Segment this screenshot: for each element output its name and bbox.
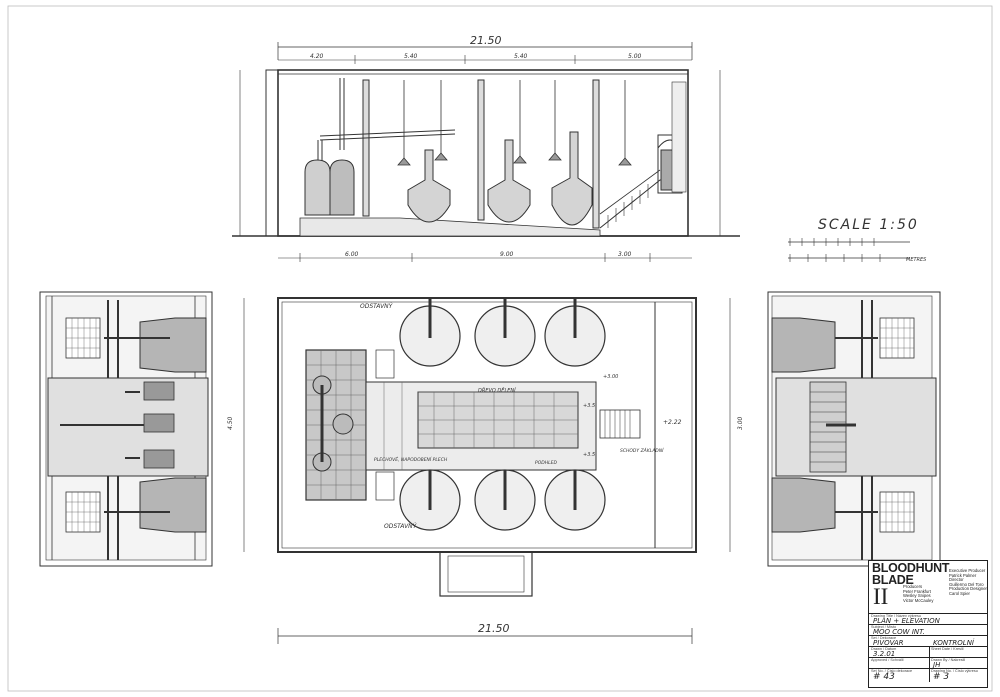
brand-line-1: BLOODHUNT bbox=[872, 561, 950, 575]
drawing-no-value: # 3 bbox=[933, 672, 950, 682]
drawn-by-caption: Drawn By / Nakreslil bbox=[931, 658, 966, 662]
plan-label-odstavny-top: ODSTAVNÝ bbox=[360, 303, 394, 310]
drawing-title-row: Drawing Title / Název výkresu PLAN + ELE… bbox=[869, 614, 987, 625]
credit-line: Peter Frankfurt bbox=[903, 588, 931, 594]
plan-label-odstavny-bottom: ODSTAVNÝ bbox=[384, 523, 418, 530]
scale-bar: SCALE 1:50 METRES bbox=[788, 217, 927, 263]
set-value-right: KONTROLNÍ bbox=[933, 639, 974, 647]
set-row: Set / Dekorace PIVOVAR KONTROLNÍ bbox=[869, 636, 987, 647]
drawing-title-caption: Drawing Title / Název výkresu bbox=[871, 614, 922, 618]
scale-units: METRES bbox=[906, 257, 927, 263]
plan-label-floor-note: PLECHOVÉ, NAPODOBENÍ PLECH bbox=[374, 455, 448, 463]
subject-caption: Subject / Místo bbox=[871, 625, 897, 629]
credit-line: Carol Spier bbox=[949, 590, 970, 596]
bottom-width-dimension: 21.50 bbox=[478, 622, 510, 635]
set-value-left: PIVOVAR bbox=[873, 639, 904, 647]
numbers-row: Set No. / Číslo dekorace # 43 Drawing No… bbox=[869, 669, 987, 682]
bottom-dim-2: 9.00 bbox=[500, 251, 514, 258]
bottom-dim-3: 3.00 bbox=[618, 251, 632, 258]
credit-line: Victor McCauley bbox=[903, 597, 934, 603]
director-credits: Executive Producer Patrick Palmer Direct… bbox=[949, 568, 987, 597]
brand-roman-numeral: II bbox=[873, 584, 889, 609]
credit-line: Executive Producer bbox=[949, 568, 986, 573]
production-logo: BLOODHUNT BLADE bbox=[872, 561, 950, 587]
plan-level-4: +3.5 bbox=[583, 452, 595, 458]
left-section-view bbox=[39, 291, 213, 567]
elevation-view bbox=[232, 42, 740, 262]
plan-label-stairs: SCHODY ZÁKLADNÍ bbox=[620, 447, 664, 454]
top-dim-2: 5.40 bbox=[404, 53, 418, 60]
title-block: BLOODHUNT BLADE II Producers Peter Frank… bbox=[868, 560, 988, 688]
top-dim-1: 4.20 bbox=[310, 53, 324, 60]
drawn-by-row: Approved / Schválil Drawn By / Nakreslil… bbox=[869, 658, 987, 669]
drawing-no-caption: Drawing No. / Číslo výkresu bbox=[931, 669, 978, 673]
credit-line: Patrick Palmer bbox=[949, 572, 977, 578]
scale-label: SCALE 1:50 bbox=[818, 217, 919, 233]
set-caption: Set / Dekorace bbox=[871, 636, 897, 640]
sheet-border bbox=[7, 5, 993, 692]
plan-level-3: +3.5 bbox=[583, 403, 595, 409]
title-block-header: BLOODHUNT BLADE II Producers Peter Frank… bbox=[869, 561, 987, 614]
drawn-by-value: JH bbox=[933, 661, 941, 669]
top-width-dimension: 21.50 bbox=[470, 34, 502, 47]
top-dim-4: 5.00 bbox=[628, 53, 642, 60]
plan-label-floor-note-2: PODHLED bbox=[535, 460, 557, 466]
set-no-caption: Set No. / Číslo dekorace bbox=[871, 669, 913, 673]
sheet-caption: Sheet Date / Kreslil bbox=[931, 647, 964, 651]
credit-line: Producers bbox=[903, 584, 923, 589]
plan-view bbox=[243, 297, 731, 644]
set-no-value: # 43 bbox=[873, 672, 895, 682]
top-dim-3: 5.40 bbox=[514, 53, 528, 60]
drawing-title: PLAN + ELEVATION bbox=[873, 617, 940, 625]
plan-label-grid: DŘEVO DĚLENÍ bbox=[478, 386, 516, 394]
date-value: 3.2.01 bbox=[873, 650, 896, 658]
subject-row: Subject / Místo MOO COW INT. bbox=[869, 625, 987, 636]
plan-level-2: +3.00 bbox=[603, 374, 618, 380]
credit-line: Production Designer bbox=[949, 586, 987, 592]
plan-level-1: +2.22 bbox=[663, 419, 682, 426]
bottom-dim-1: 6.00 bbox=[345, 251, 359, 258]
left-dim-1: 4.50 bbox=[227, 416, 234, 430]
approved-caption: Approved / Schválil bbox=[871, 658, 904, 662]
credit-line: Wesley Snipes bbox=[903, 593, 931, 599]
producer-credits: Producers Peter Frankfurt Wesley Snipes … bbox=[903, 584, 934, 603]
brand-line-2: BLADE bbox=[872, 573, 914, 587]
date-row: Drawn / Datum 3.2.01 Sheet Date / Kresli… bbox=[869, 647, 987, 658]
left-dim-2: 3.00 bbox=[737, 416, 744, 430]
right-section-view bbox=[767, 291, 941, 567]
subject-value: MOO COW INT. bbox=[873, 628, 925, 636]
date-caption: Drawn / Datum bbox=[871, 647, 897, 651]
credit-line: Director bbox=[949, 577, 964, 583]
credit-line: Guillermo Del Toro bbox=[949, 581, 984, 587]
